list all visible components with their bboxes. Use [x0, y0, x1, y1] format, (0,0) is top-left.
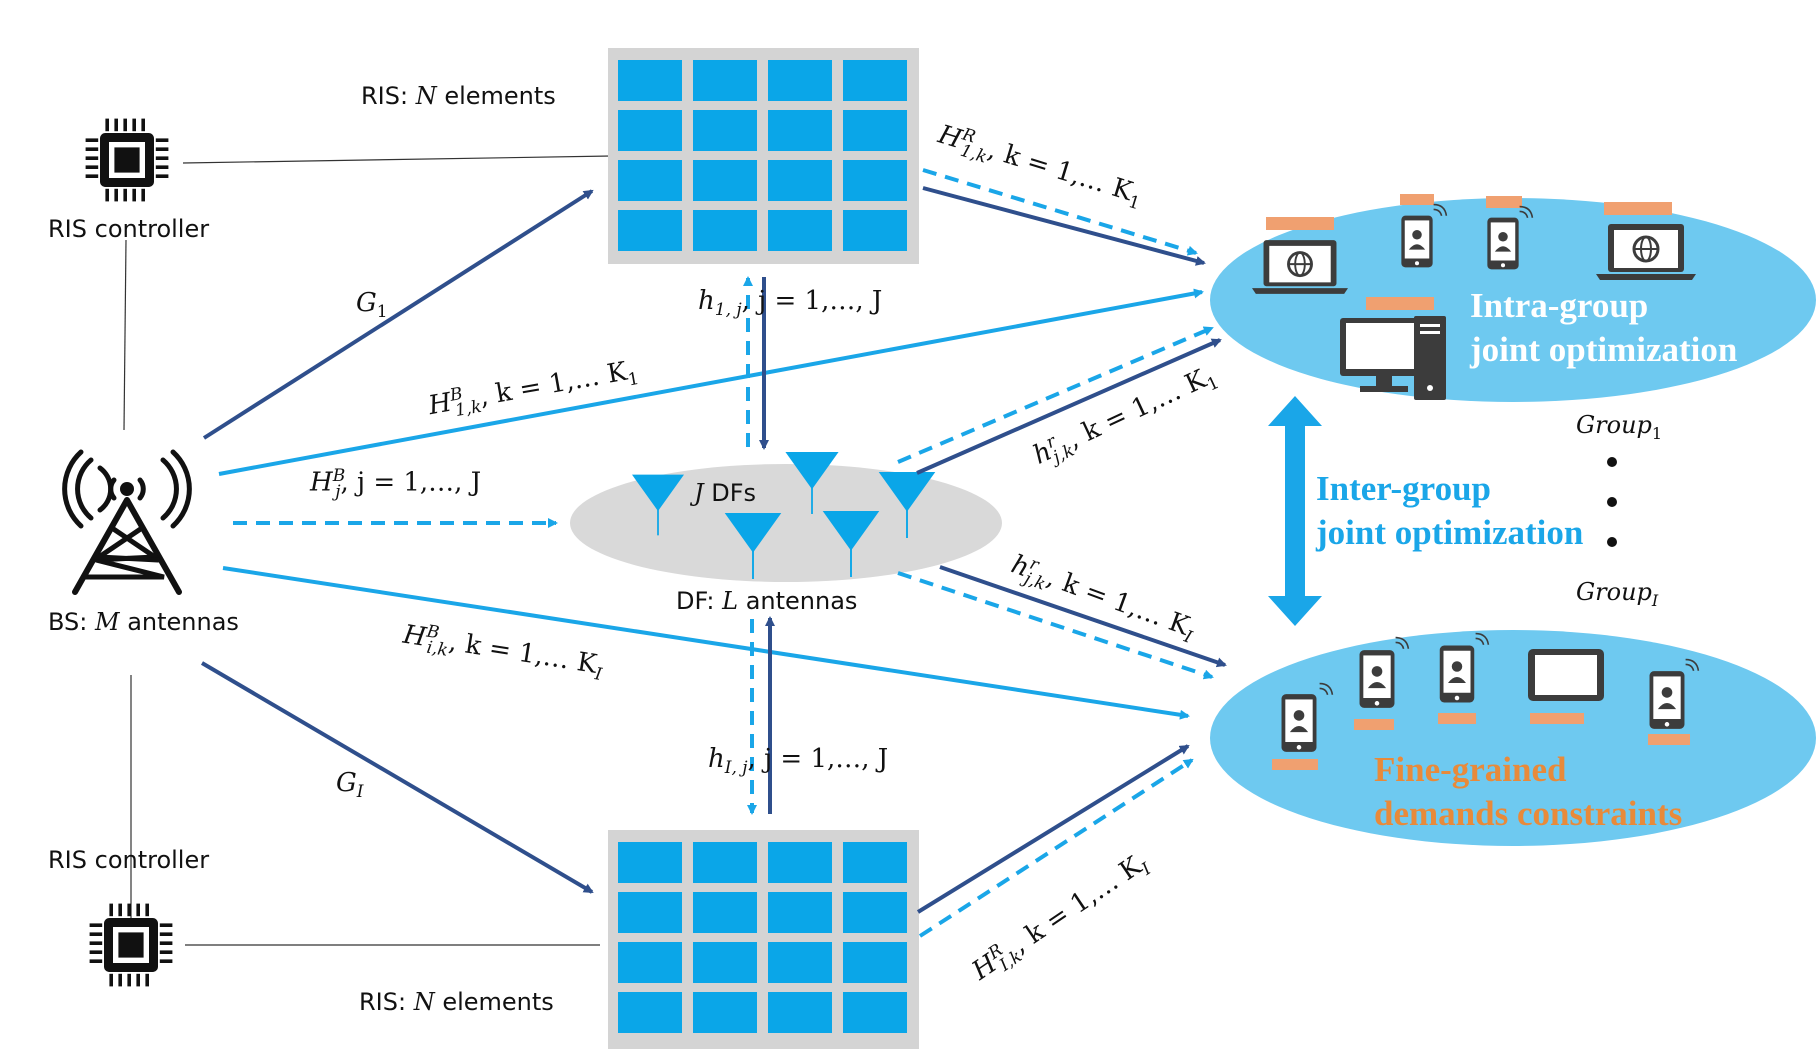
- channel-h1j-label: h1, j, j = 1,…, J: [698, 286, 883, 321]
- channel-hij-label: hI, j, j = 1,…, J: [708, 744, 889, 779]
- phone-icon: [1439, 645, 1475, 703]
- arrow-bs-group-1: [218, 288, 1204, 476]
- channel-g1-label: G1: [356, 288, 388, 323]
- group-1-devices: [1252, 194, 1697, 400]
- arrow-ris-top-group1: [922, 186, 1206, 266]
- controller-wire-vertical-top: [123, 239, 127, 431]
- chip-icon-top: [83, 116, 171, 204]
- ris-top-label: RIS: N elements: [361, 82, 556, 110]
- intra-group-label: Intra-group joint optimization: [1470, 286, 1738, 369]
- arrow-df-groupi-dashed: [897, 571, 1214, 680]
- chip-icon-bottom: [87, 901, 175, 989]
- laptop-icon: [1595, 222, 1697, 282]
- group-dot-2: [1607, 497, 1617, 507]
- arrow-df-group1-dashed: [897, 326, 1214, 464]
- arrow-ris-top-group1-dashed: [922, 168, 1198, 256]
- tablet-icon: [1528, 649, 1604, 701]
- phone-icon: [1359, 650, 1395, 708]
- desktop-icon: [1340, 316, 1446, 400]
- fine-grained-label: Fine-grained demands constraints: [1374, 750, 1683, 833]
- group-1-label: Group1: [1576, 411, 1663, 443]
- ris-panel-bottom: [608, 830, 919, 1049]
- arrow-df-group1: [916, 338, 1222, 475]
- group-i-devices: [1272, 632, 1700, 770]
- group-dot-3: [1607, 537, 1617, 547]
- ris-bottom-label: RIS: N elements: [359, 988, 554, 1016]
- group-i-label: GroupI: [1576, 578, 1659, 610]
- arrow-bs-ris-top: [202, 189, 594, 440]
- df-ellipse: [570, 464, 1002, 582]
- controller-wire-top: [182, 155, 612, 164]
- phone-icon: [1649, 671, 1685, 729]
- phone-icon: [1487, 217, 1519, 270]
- arrow-ris-bottom-groupi-dashed: [918, 758, 1194, 938]
- ris-panel-top: [608, 48, 919, 264]
- df-count-label: J DFs: [694, 479, 757, 507]
- channel-hjb-label: HBj, j = 1,…, J: [310, 466, 482, 502]
- laptop-icon: [1252, 238, 1348, 296]
- phone-icon: [1401, 215, 1433, 268]
- group-dot-1: [1607, 457, 1617, 467]
- ris-controller-top-label: RIS controller: [48, 215, 210, 243]
- arrow-df-groupi: [939, 565, 1227, 668]
- phone-icon: [1281, 694, 1317, 752]
- inter-group-label: Inter-group joint optimization: [1316, 469, 1584, 552]
- bs-label: BS: M antennas: [48, 608, 239, 636]
- df-antenna-label: DF: L antennas: [676, 587, 858, 615]
- cell-tower-icon: [62, 449, 192, 595]
- arrow-ris-bottom-groupi: [916, 744, 1190, 914]
- arrow-bs-ris-bottom: [200, 661, 594, 894]
- ris-controller-bottom-label: RIS controller: [48, 846, 210, 874]
- channel-gi-label: GI: [336, 768, 364, 803]
- arrow-bs-group-i: [222, 566, 1190, 720]
- inter-group-arrow: [1268, 396, 1322, 626]
